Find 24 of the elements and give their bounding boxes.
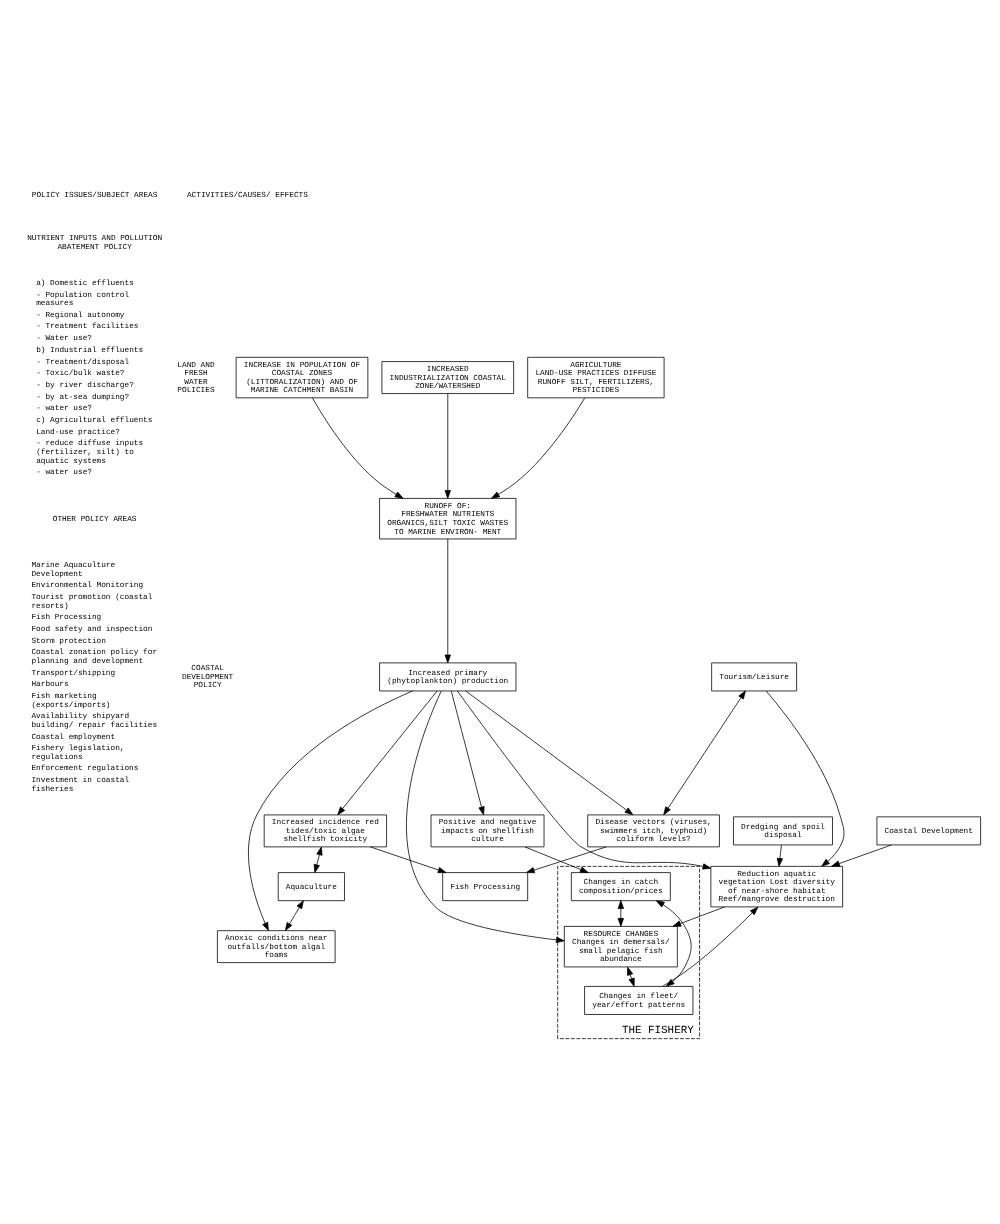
arrow xyxy=(369,845,447,873)
arrow xyxy=(765,689,845,866)
arrow xyxy=(526,845,607,873)
arrow xyxy=(313,845,323,872)
arrow xyxy=(444,392,451,498)
arrow xyxy=(457,689,712,869)
arrow xyxy=(450,689,485,815)
arrow xyxy=(656,899,692,986)
arrow xyxy=(776,843,783,866)
arrow xyxy=(663,689,746,815)
arrow xyxy=(337,689,438,815)
arrow xyxy=(491,396,586,498)
arrow xyxy=(248,689,414,930)
arrow xyxy=(662,905,759,986)
arrow xyxy=(672,905,725,926)
arrow xyxy=(627,965,635,986)
arrow xyxy=(831,843,892,866)
arrow xyxy=(465,689,634,815)
arrow xyxy=(285,899,304,930)
arrow xyxy=(617,899,624,926)
arrow xyxy=(524,845,589,872)
arrow xyxy=(312,396,404,498)
arrow xyxy=(444,537,451,663)
arrow xyxy=(406,689,565,942)
